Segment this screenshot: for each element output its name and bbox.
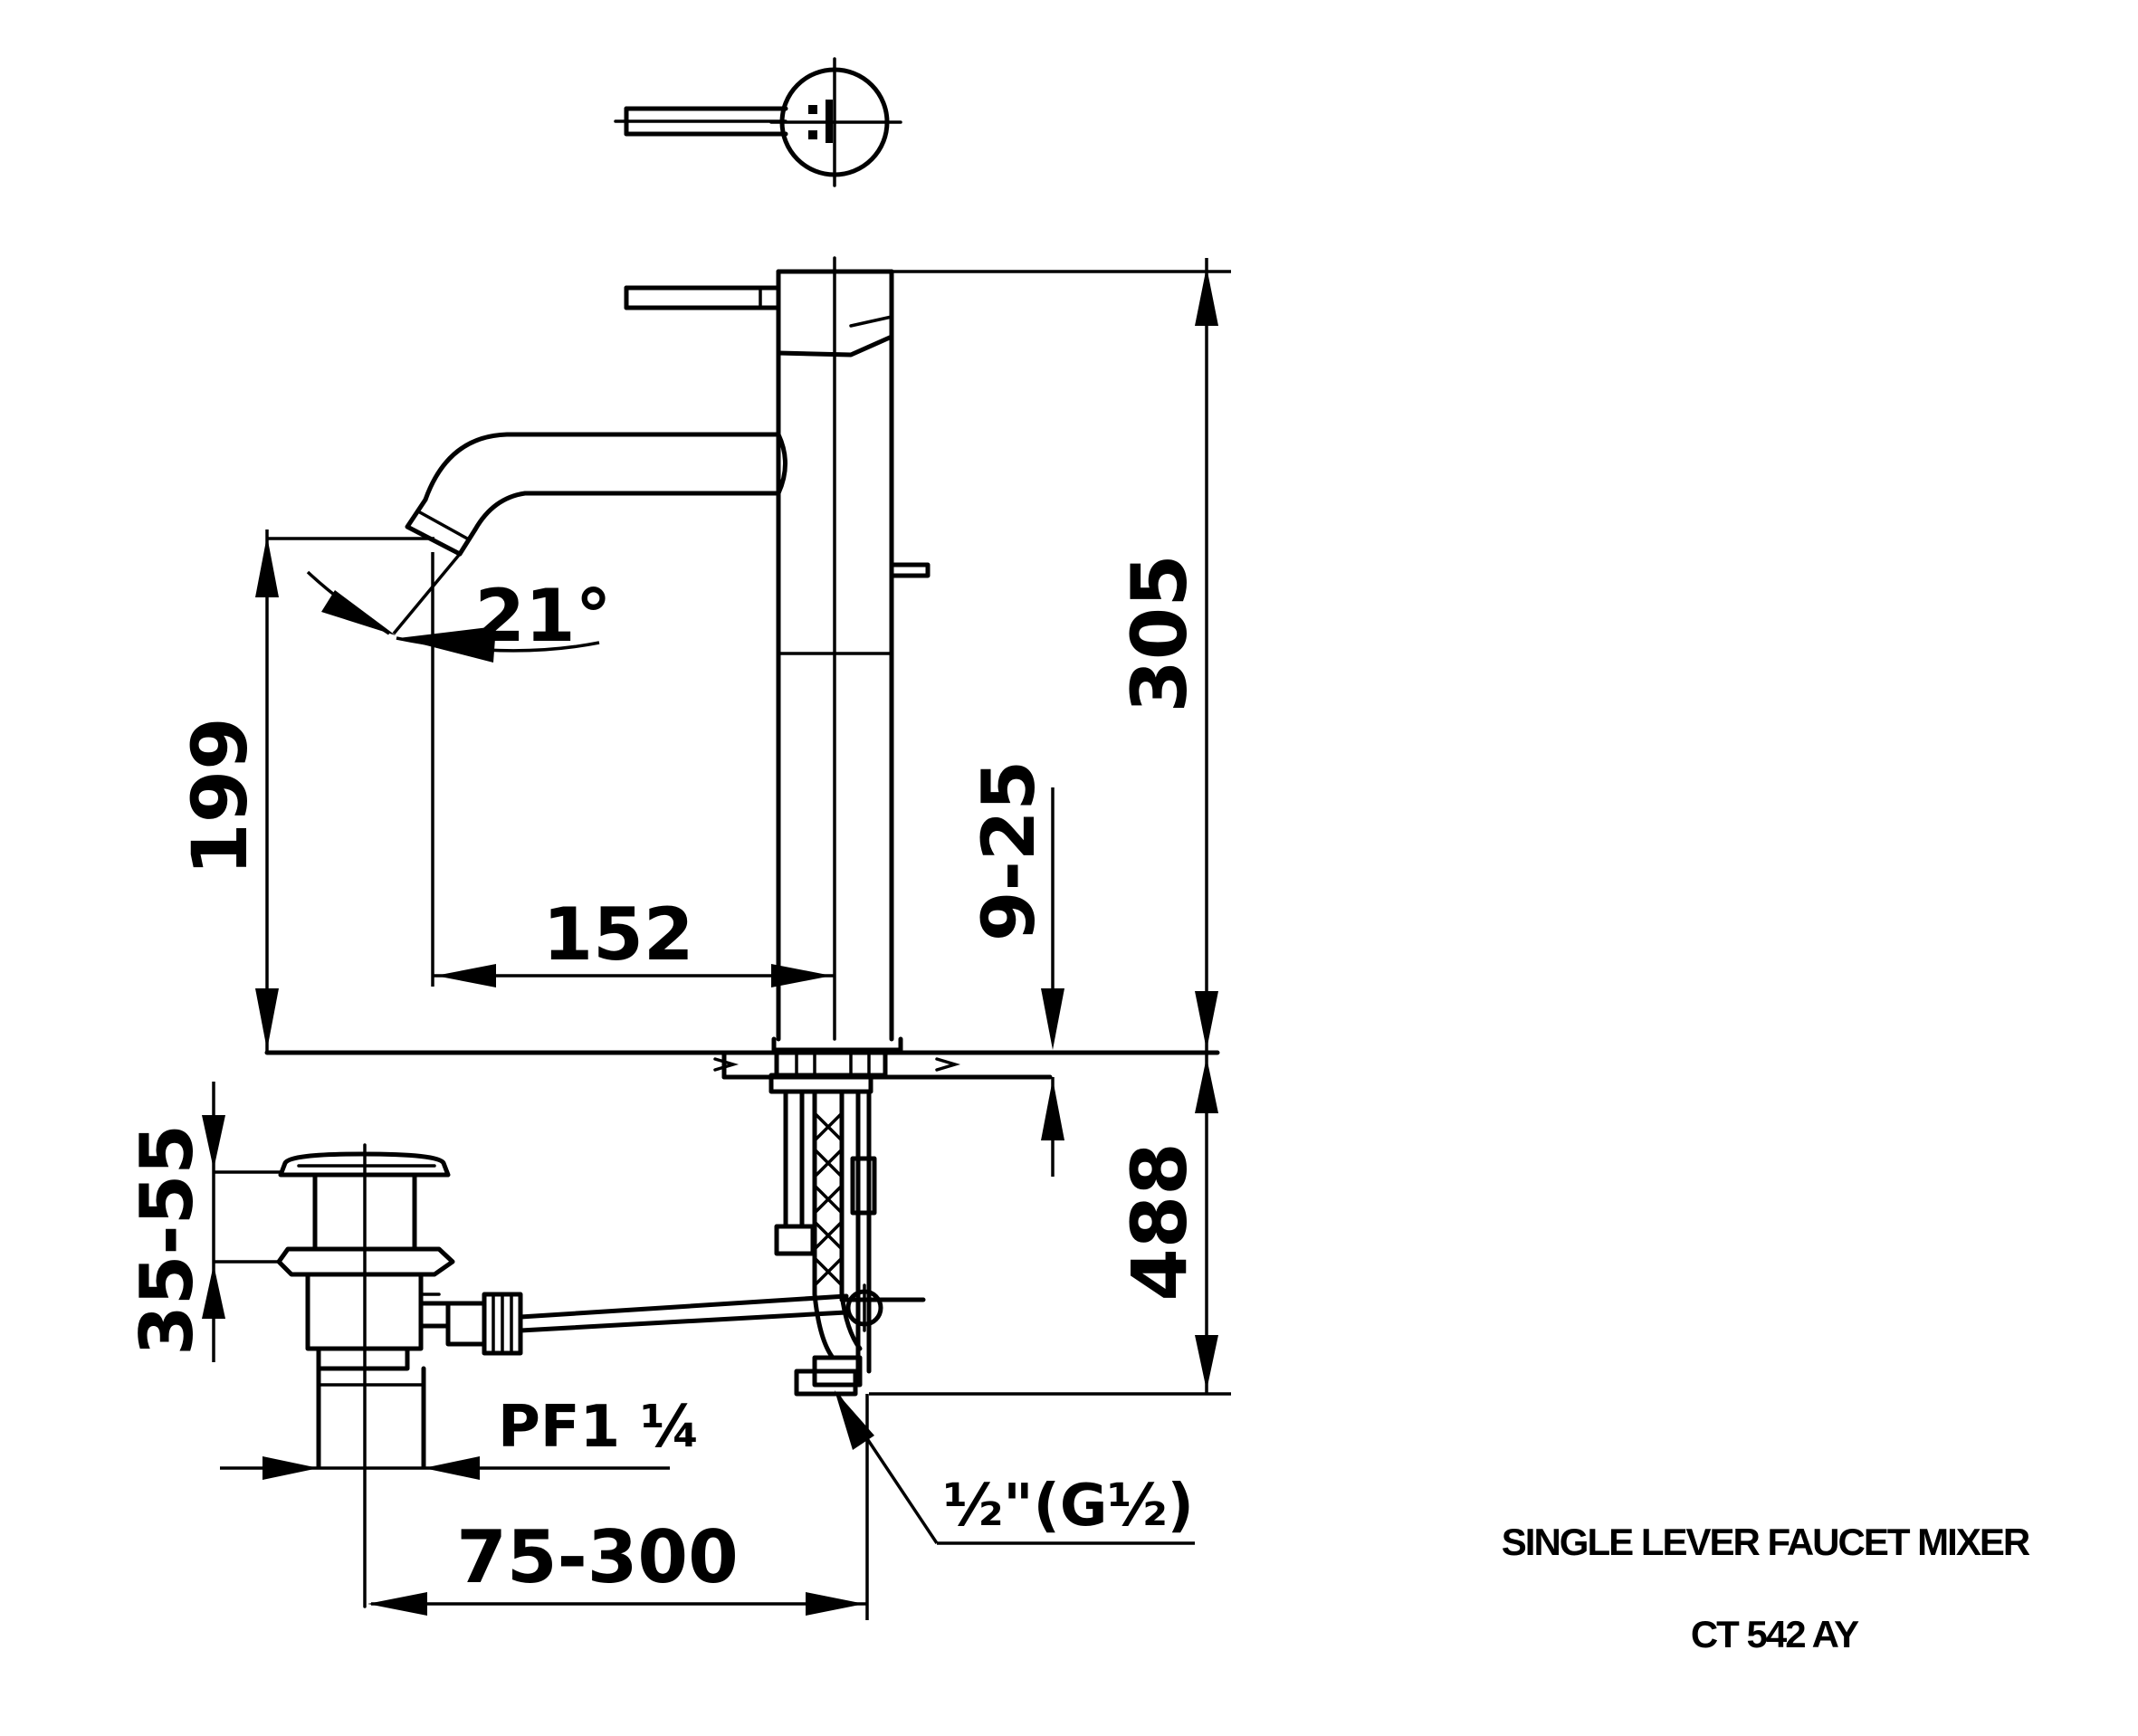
top-view — [614, 57, 902, 187]
dim-spout-reach: 152 — [431, 552, 835, 987]
dim-label-75-300: 75-300 — [456, 1515, 739, 1599]
dim-spout-angle: 21° — [306, 552, 612, 663]
model-number: CT 542 AY — [1691, 1613, 1859, 1655]
dim-label-9-25: 9-25 — [967, 760, 1051, 941]
dim-label-inlet-half-inch: ½"(G½) — [943, 1473, 1194, 1540]
dim-label-pf1-1-4: PF1 ¼ — [498, 1394, 701, 1461]
dim-label-35-55: 35-55 — [125, 1124, 209, 1356]
dim-total-height: 305 — [892, 258, 1231, 1053]
dim-drain-height: 35-55 — [125, 1082, 281, 1362]
dim-hose-length: 488 — [869, 1053, 1231, 1396]
dim-label-152: 152 — [543, 892, 694, 977]
dim-label-21-degrees: 21° — [474, 574, 611, 658]
faucet-body — [405, 256, 931, 1053]
dim-drain-distance: 75-300 — [367, 1394, 869, 1620]
dim-inlet-thread: ½"(G½) — [835, 1390, 1195, 1545]
pop-up-drain — [276, 1143, 849, 1608]
dim-label-488: 488 — [1115, 1142, 1204, 1301]
title-block: SINGLE LEVER FAUCET MIXER CT 542 AY — [1502, 1521, 2032, 1655]
deck-section — [264, 1050, 1220, 1080]
dim-drain-thread: PF1 ¼ — [220, 1394, 701, 1480]
product-name: SINGLE LEVER FAUCET MIXER — [1502, 1521, 2030, 1563]
dim-spout-height: 199 — [176, 529, 434, 1053]
dim-label-199: 199 — [176, 717, 264, 875]
under-deck-hoses — [768, 1047, 926, 1397]
dim-deck-thickness: 9-25 — [967, 760, 1064, 1177]
dim-label-305: 305 — [1115, 554, 1204, 712]
